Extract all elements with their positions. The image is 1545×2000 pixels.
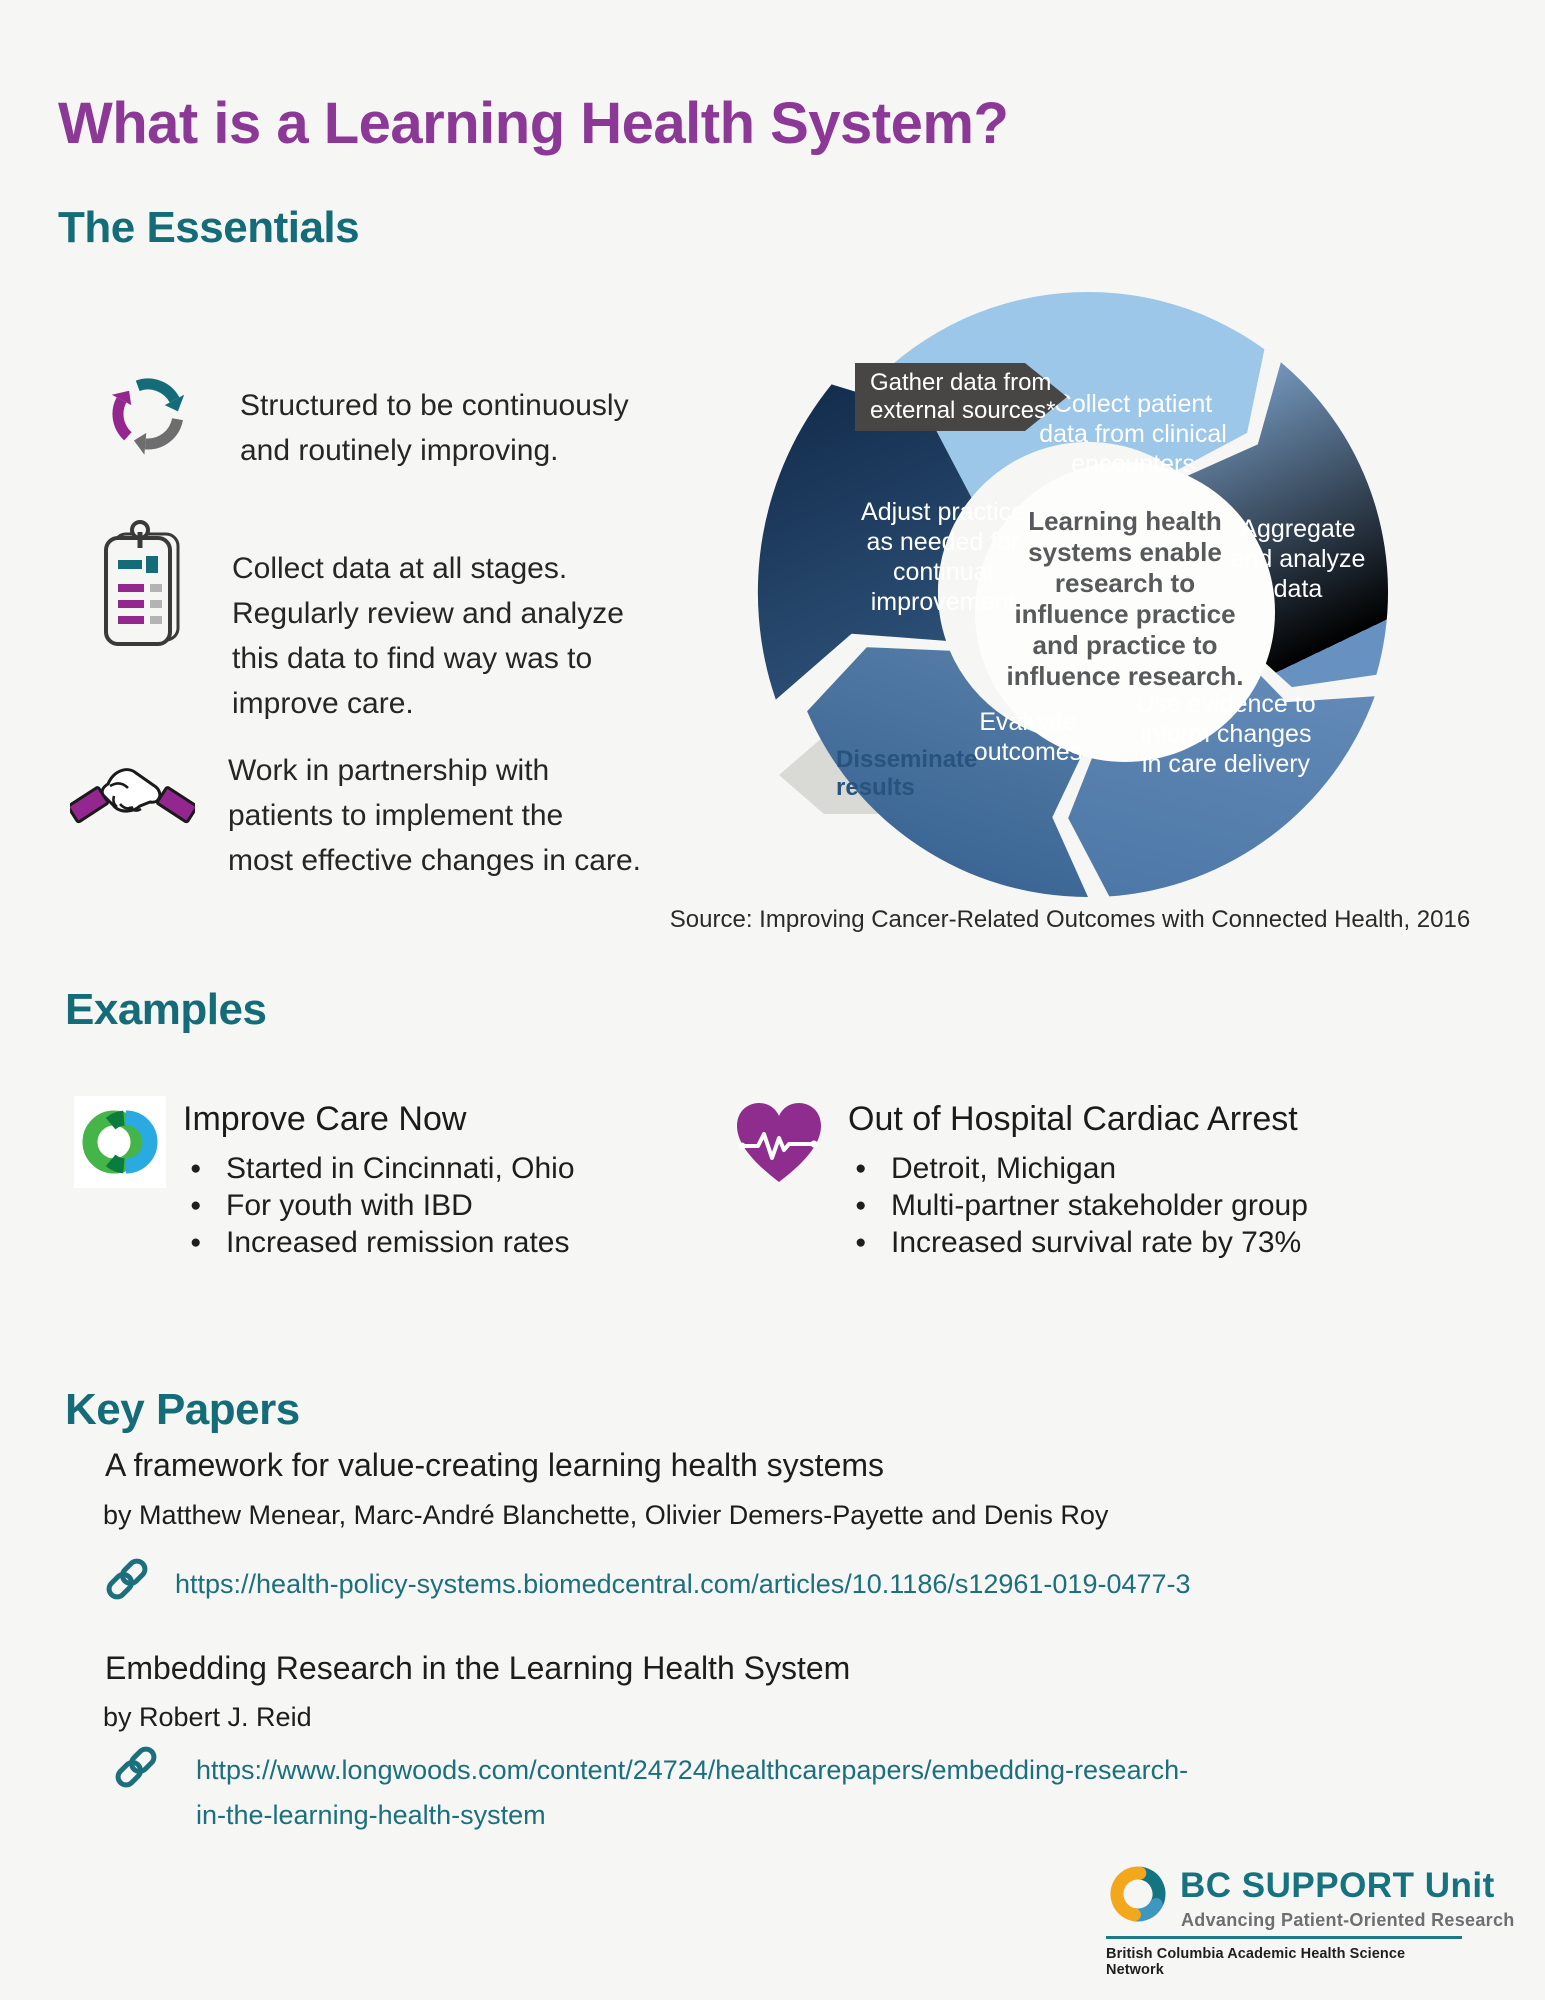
clipboard-checklist-icon — [104, 520, 180, 646]
link-icon — [106, 1558, 148, 1600]
example-title: Out of Hospital Cardiac Arrest — [848, 1100, 1298, 1138]
gather-data-arrow — [855, 363, 1067, 431]
paper-link[interactable]: https://www.longwoods.com/content/24724/… — [196, 1755, 1189, 1830]
example-bullet: Started in Cincinnati, Ohio — [186, 1150, 575, 1187]
essentials-heading: The Essentials — [58, 203, 360, 252]
segment-adjust-practice — [757, 384, 972, 700]
example-bullet: Detroit, Michigan — [851, 1150, 1308, 1187]
segment-use-evidence — [1068, 643, 1375, 897]
example-bullet-list: Started in Cincinnati, Ohio For youth wi… — [186, 1150, 575, 1261]
cycle-arrows-icon — [111, 378, 185, 455]
bc-support-unit-tagline: Advancing Patient-Oriented Research — [1181, 1910, 1515, 1930]
example-bullet-list: Detroit, Michigan Multi-partner stakehol… — [851, 1150, 1308, 1261]
paper-title: Embedding Research in the Learning Healt… — [105, 1650, 851, 1686]
bc-support-unit-logo — [1110, 1866, 1166, 1922]
page-title: What is a Learning Health System? — [58, 91, 1009, 156]
logo-divider — [1106, 1936, 1462, 1939]
key-papers-heading: Key Papers — [65, 1385, 300, 1434]
example-title: Improve Care Now — [183, 1100, 467, 1138]
handshake-icon — [70, 768, 195, 824]
example-bullet: Multi-partner stakeholder group — [851, 1187, 1308, 1224]
paper-link[interactable]: https://health-policy-systems.biomedcent… — [175, 1569, 1191, 1599]
paper-title: A framework for value-creating learning … — [105, 1447, 885, 1483]
essentials-item-text: Structured to be continuously and routin… — [240, 389, 629, 467]
essentials-item-text: Collect data at all stages. Regularly re… — [232, 552, 624, 720]
example-bullet: For youth with IBD — [186, 1187, 575, 1224]
diagram-center-circle — [975, 462, 1275, 762]
paper-authors: by Matthew Menear, Marc-André Blanchette… — [103, 1500, 1109, 1530]
segment-evaluate-outcomes — [807, 647, 1088, 898]
example-bullet: Increased remission rates — [186, 1224, 575, 1261]
bc-support-unit-name: BC SUPPORT Unit — [1180, 1866, 1495, 1905]
examples-heading: Examples — [65, 985, 267, 1034]
improve-care-now-logo — [74, 1096, 166, 1188]
essentials-item-text: Work in partnership with patients to imp… — [228, 754, 641, 877]
paper-authors: by Robert J. Reid — [103, 1702, 312, 1732]
bcahsn-label: British Columbia Academic Health Science… — [1106, 1946, 1406, 1978]
link-icon — [115, 1746, 157, 1788]
heart-pulse-icon — [737, 1103, 821, 1182]
diagram-source-caption: Source: Improving Cancer-Related Outcome… — [669, 906, 1471, 933]
segment-aggregate-analyze-data — [1184, 362, 1389, 688]
example-bullet: Increased survival rate by 73% — [851, 1224, 1308, 1261]
